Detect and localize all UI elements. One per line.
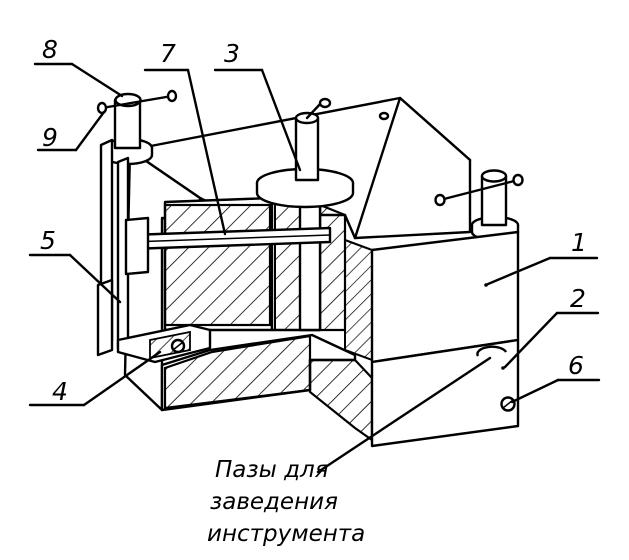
label-8: 8 [42,35,58,64]
label-6: 6 [568,351,584,380]
label-3: 3 [224,39,240,68]
label-4: 4 [52,377,68,406]
label-5: 5 [40,226,56,255]
caption-line-1: Пазы для [215,457,329,483]
label-9: 9 [42,123,58,152]
cam-part-3 [255,97,355,209]
clamp-block-4 [116,323,212,364]
lever-part-5 [96,138,150,357]
top-hole [378,111,390,121]
hatched-block [163,203,272,327]
clamp-screw-8 [96,89,178,166]
label-1: 1 [571,228,587,257]
label-7: 7 [160,39,176,68]
leader-lines [28,62,601,474]
caption-line-3: инструмента [207,521,365,547]
label-2: 2 [570,284,586,313]
caption-line-2: заведения [210,489,338,515]
